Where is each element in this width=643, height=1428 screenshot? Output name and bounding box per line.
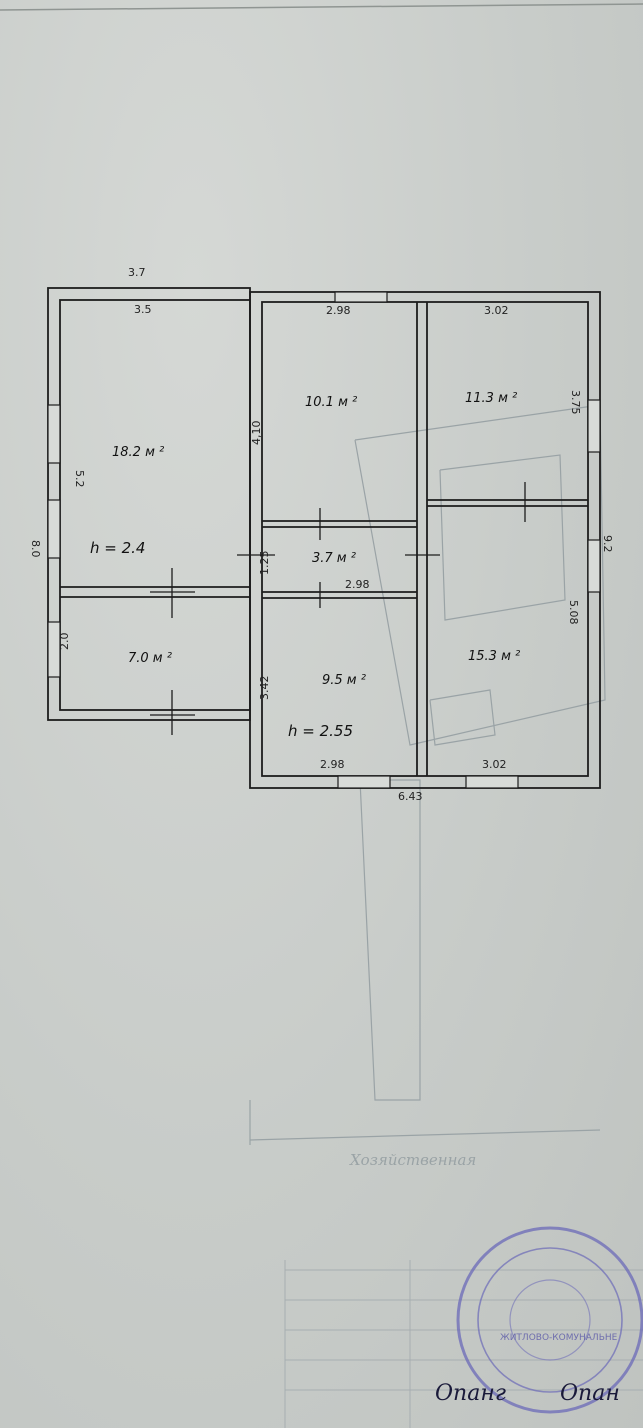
dim-r1-top: 3.5: [134, 303, 152, 316]
window-left-1: [47, 404, 61, 464]
area-room-7: 15.3 м ²: [468, 649, 520, 664]
height-right: h = 2.55: [288, 722, 353, 740]
dim-r5-side: 3.42: [258, 676, 271, 701]
signatures: Опанг Опан: [435, 1381, 620, 1406]
dim-r4-width: 2.98: [345, 578, 370, 591]
dim-outer-left: 8.0: [29, 540, 42, 558]
dimensions: 3.7 3.5 5.2 8.0 2.0 2.98 4,10 1.25 2.98 …: [29, 266, 614, 803]
window-left-3: [47, 621, 61, 678]
dim-r7-side: 5.08: [567, 600, 580, 625]
height-left: h = 2.4: [90, 539, 145, 557]
dim-r5-bottom: 2.98: [320, 758, 345, 771]
signature-2: Опан: [560, 1381, 620, 1406]
ghost-drawing: Хозяйственная: [249, 404, 606, 1169]
window-top: [334, 291, 388, 303]
dim-r1-side: 5.2: [73, 470, 86, 488]
dim-r6-side: 3.75: [569, 390, 582, 415]
doors: [150, 482, 526, 735]
form-area: [284, 1260, 643, 1428]
area-room-2: 7.0 м ²: [128, 651, 172, 666]
stamp: ЖИТЛОВО-КОМУНАЛЬНЕ: [456, 1226, 643, 1414]
area-room-1: 18.2 м ²: [112, 445, 164, 460]
dim-outer-right: 9.2: [601, 535, 614, 553]
dim-r3-side: 4,10: [250, 421, 263, 446]
window-bottom-2: [465, 775, 519, 789]
signature-1: Опанг: [435, 1381, 506, 1406]
area-room-6: 11.3 м ²: [465, 391, 517, 406]
dim-r7-bottom: 3.02: [482, 758, 507, 771]
stamp-lettering: ЖИТЛОВО-КОМУНАЛЬНЕ: [500, 1333, 618, 1343]
windows: [47, 291, 601, 789]
walls: [47, 287, 601, 789]
area-room-5: 9.5 м ²: [322, 673, 366, 688]
dim-outer-bottom: 6.43: [398, 790, 423, 803]
window-bottom-1: [337, 775, 391, 789]
dim-r2-side: 2.0: [58, 633, 71, 651]
fold-line: [0, 3, 643, 11]
dim-r4-side: 1.25: [258, 551, 271, 576]
dim-r6-top: 3.02: [484, 304, 509, 317]
ghost-label: Хозяйственная: [349, 1151, 476, 1169]
window-right-1: [587, 399, 601, 453]
window-right-2: [587, 539, 601, 593]
dim-r3-top: 2.98: [326, 304, 351, 317]
area-room-3: 10.1 м ²: [305, 395, 357, 410]
dim-outer-top: 3.7: [128, 266, 146, 279]
room-areas: 18.2 м ² 7.0 м ² 10.1 м ² 3.7 м ² 9.5 м …: [90, 391, 520, 740]
area-room-4: 3.7 м ²: [312, 551, 356, 566]
window-left-2: [47, 499, 61, 559]
